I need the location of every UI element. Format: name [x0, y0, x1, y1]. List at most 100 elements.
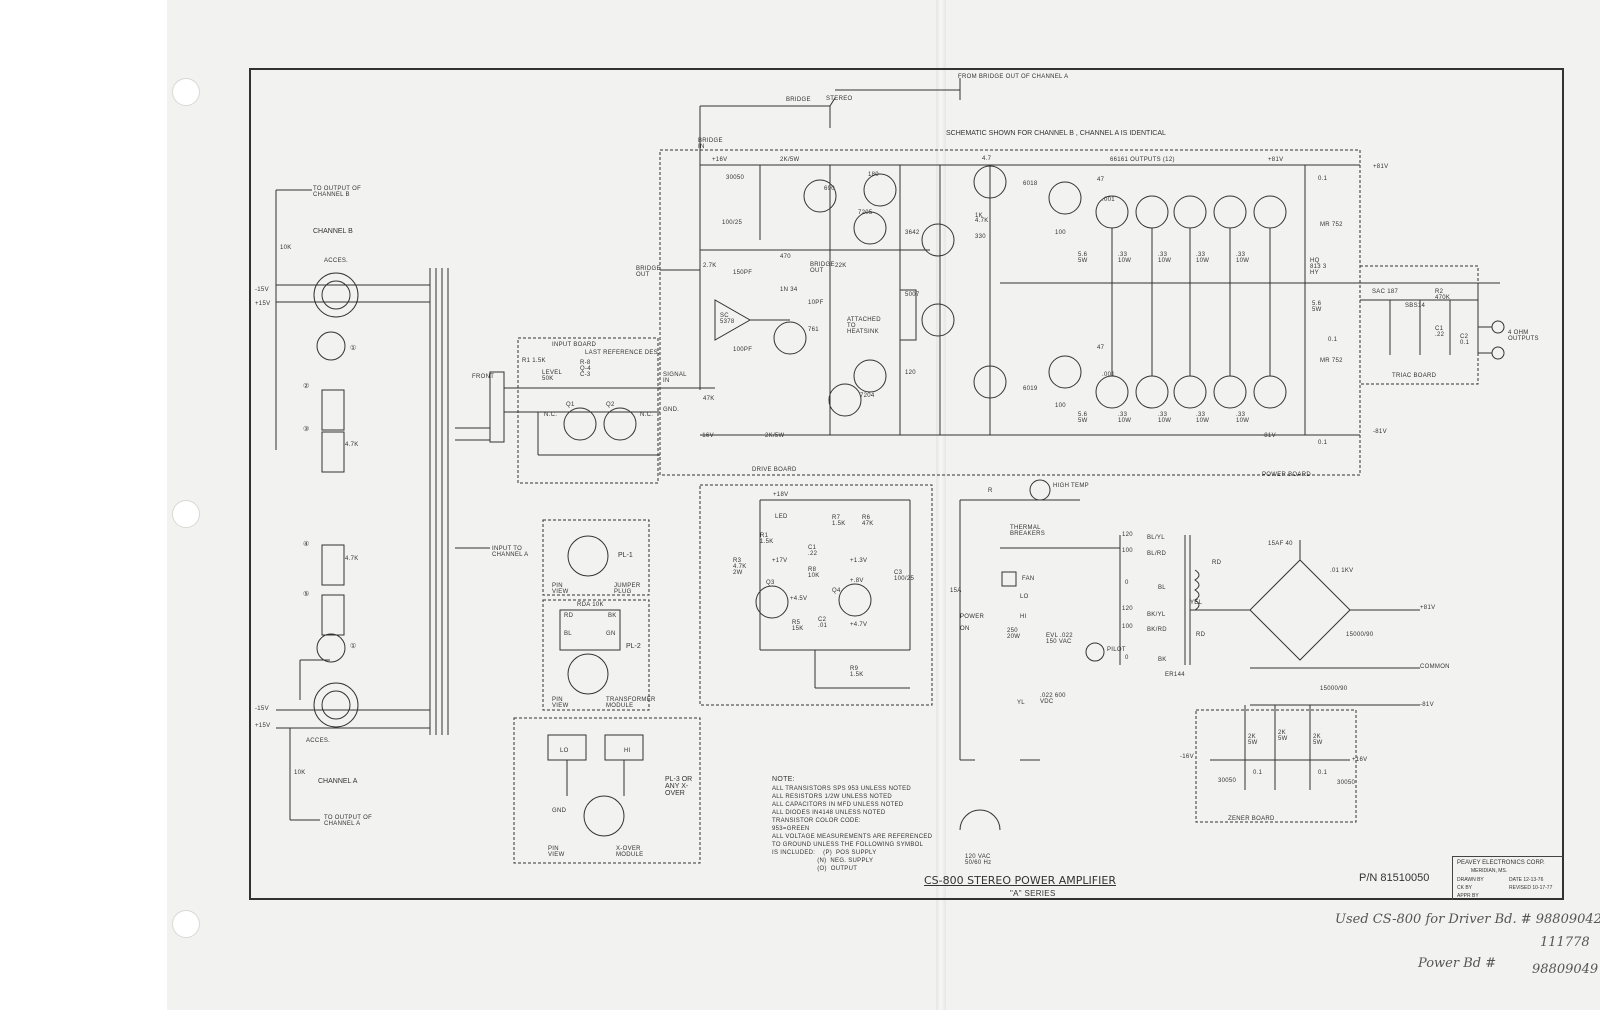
- bridge-in: BRIDGE IN: [698, 138, 723, 150]
- r33-10w-c: .33 10W: [1196, 252, 1210, 264]
- thermal-board-wiring: [755, 499, 911, 689]
- r33-10w-e: .33 10W: [1118, 412, 1132, 424]
- mark-1-b: ①: [350, 345, 357, 352]
- nc-right: N.C.: [640, 412, 654, 418]
- evl-cap: EVL .022 150 VAC: [1046, 633, 1073, 645]
- mark-4: ④: [303, 541, 310, 548]
- zener-30050-a: 30050: [1218, 778, 1237, 784]
- r47k-power: 4.7K: [975, 218, 989, 224]
- power-supply-wiring: [959, 479, 1420, 831]
- wire-bkrd: BK/RD: [1147, 627, 1167, 633]
- mains-label: 120 VAC 50/60 Hz: [965, 854, 992, 866]
- r33-10w-b: .33 10W: [1158, 252, 1172, 264]
- rect-c01-1kv: .01 1KV: [1330, 568, 1354, 574]
- zener-r2k-b: 2K 5W: [1278, 730, 1288, 742]
- triac-c01: 0.1: [1328, 337, 1338, 343]
- fan-label: FAN: [1022, 576, 1035, 582]
- pl2-rd: RD: [564, 613, 574, 619]
- zener-30050-b: 30050: [1337, 780, 1356, 786]
- stereo-label: STEREO: [826, 96, 853, 102]
- pl3-hi: HI: [624, 748, 631, 754]
- power-on-label: ON: [960, 626, 970, 632]
- nc-left: N.C.: [544, 412, 558, 418]
- q4-label: Q4: [832, 588, 841, 594]
- t690: 690: [824, 186, 835, 192]
- zener-board-label: ZENER BOARD: [1228, 816, 1275, 822]
- zener-c01-b: 0.1: [1318, 770, 1328, 776]
- tap-100b: 100: [1122, 624, 1133, 630]
- c10pf: 10PF: [808, 300, 824, 306]
- jumper-plug: JUMPER PLUG: [614, 583, 641, 595]
- t3642: 3642: [905, 230, 920, 236]
- zener-r2k-c: 2K 5W: [1313, 734, 1323, 746]
- wire-blrd: BL/RD: [1147, 551, 1167, 557]
- fan-hi: HI: [1020, 614, 1027, 620]
- note-line-2: ALL CAPACITORS IN MFD UNLESS NOTED: [772, 802, 904, 808]
- drive-r2k5w: 2K/5W: [780, 157, 800, 163]
- channel-a-label: CHANNEL A: [318, 778, 358, 785]
- zener-plus16v: +16V: [1352, 757, 1368, 763]
- connector-wiring: [275, 189, 449, 821]
- plus15v-b: +15V: [255, 301, 271, 307]
- pilot-label: PILOT: [1107, 647, 1126, 653]
- tap-120b: 120: [1122, 606, 1133, 612]
- pl2-pin-view: PIN VIEW: [552, 697, 569, 709]
- handwritten-note-1: Used CS-800 for Driver Bd. # 98809042: [1335, 912, 1600, 927]
- tb-city: MERIDIAN, MS.: [1471, 868, 1508, 874]
- r33-10w-f: .33 10W: [1158, 412, 1172, 424]
- r10k-a: 10K: [294, 770, 306, 776]
- minus81v-power: -81V: [1262, 433, 1276, 439]
- fan-lo: LO: [1020, 594, 1029, 600]
- fuse-15a: 15A: [950, 588, 962, 594]
- sac187: SAC 187: [1372, 289, 1399, 295]
- tb-drawn: DRAWN BY: [1457, 877, 1484, 883]
- tb-revised: REVISED 10-17-77: [1509, 885, 1553, 891]
- pl2-outline: [542, 599, 650, 711]
- pl2-gn: GN: [606, 631, 616, 637]
- plus15v-a: +15V: [255, 723, 271, 729]
- t6018: 6018: [1023, 181, 1038, 187]
- pl3-lo: LO: [560, 748, 569, 754]
- rda10k: RDA 10K: [577, 602, 604, 608]
- power-board-wiring: [973, 165, 1500, 435]
- drawing-title: CS-800 STEREO POWER AMPLIFIER: [924, 874, 1116, 887]
- c01-power-top: 0.1: [1318, 176, 1328, 182]
- drawing-frame: [249, 68, 1564, 900]
- rail-minus81v: -81V: [1373, 429, 1387, 435]
- t6019: 6019: [1023, 386, 1038, 392]
- sec-rd2: RD: [1196, 632, 1206, 638]
- note-line-10: (O) OUTPUT: [772, 866, 858, 872]
- r1k-power: 1K: [975, 213, 983, 219]
- t7204: 7204: [860, 393, 875, 399]
- bridge-wiring: [660, 78, 961, 390]
- pl1-pin-view: PIN VIEW: [552, 583, 569, 595]
- pl3-label: PL-3 OR ANY X-OVER: [665, 776, 693, 797]
- r47k-left-b: 4.7K: [345, 442, 359, 448]
- thermal-r3: R3 4.7K 2W: [733, 558, 747, 576]
- thermal-v17: +17V: [772, 558, 788, 564]
- triac-c2: C2 0.1: [1460, 334, 1470, 346]
- zener-c01-a: 0.1: [1253, 770, 1263, 776]
- r47-bottom: 47: [1097, 345, 1105, 351]
- to-output-a: TO OUTPUT OF CHANNEL A: [324, 815, 373, 827]
- zener-board-wiring: [1210, 705, 1350, 790]
- handwritten-note-3: Power Bd #: [1418, 956, 1497, 971]
- c150pf: 150PF: [733, 270, 753, 276]
- wire-bl: BL: [1158, 585, 1166, 591]
- power-switch-label: POWER: [960, 614, 985, 620]
- thermal-c2: C2 .01: [818, 617, 828, 629]
- channel-b-label: CHANNEL B: [313, 228, 353, 235]
- r4-7-power: 4.7: [982, 156, 992, 162]
- ref-list: R-8 Q-4 C-3: [580, 360, 591, 378]
- pl3-outline: [513, 717, 701, 864]
- page-fold: [936, 0, 946, 1010]
- wire-bkyl: BK/YL: [1147, 612, 1166, 618]
- yl-label: YL: [1017, 700, 1025, 706]
- xover-module: X-OVER MODULE: [616, 846, 644, 858]
- triac-c1: C1 .22: [1435, 326, 1445, 338]
- drive-board-wiring: [660, 164, 1360, 436]
- transformer-er144: ER144: [1165, 672, 1185, 678]
- plus81v-power: +81V: [1268, 157, 1284, 163]
